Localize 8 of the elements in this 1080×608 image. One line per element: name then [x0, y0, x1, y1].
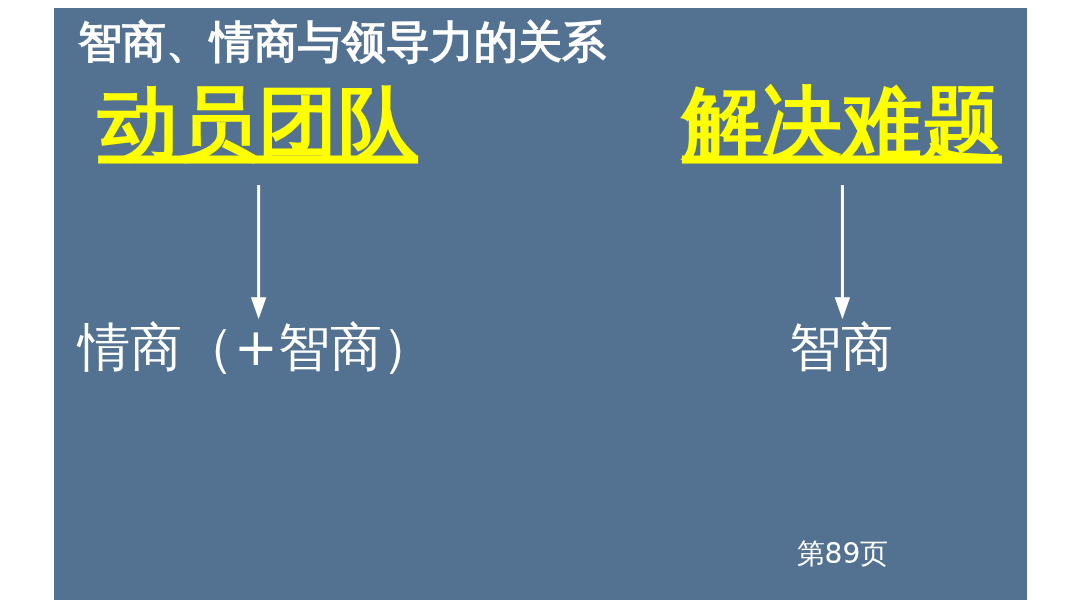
node-text: 智商: [788, 316, 893, 377]
arrow: [250, 185, 266, 320]
node-text: 情商（+智商）: [77, 316, 434, 377]
diagram-title: 智商、情商与领导力的关系: [77, 16, 606, 68]
node-text: 动员团队: [97, 76, 418, 170]
label: 第89页: [796, 537, 888, 571]
arrow: [834, 185, 850, 320]
node-text: 解决难题: [681, 76, 1002, 170]
